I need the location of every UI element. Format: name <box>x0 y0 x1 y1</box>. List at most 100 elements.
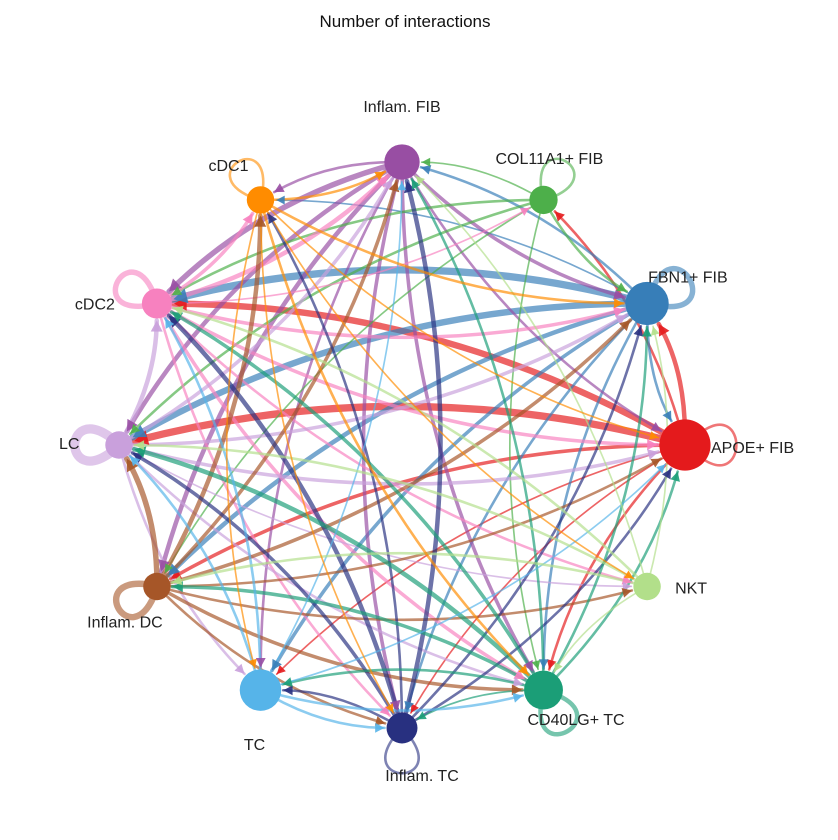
arrowhead-inflam_fib-to-inflam_dc <box>158 559 170 572</box>
self-loop-layer <box>70 157 738 775</box>
node-inflam_dc <box>143 572 171 601</box>
edge-cdc1-to-tc <box>225 205 260 669</box>
arrowhead-cdc1-to-nkt <box>623 570 634 579</box>
edge-lc-to-inflam_fib <box>123 177 394 444</box>
arrowhead-apoe_fib-to-cd40lg_tc <box>546 659 557 670</box>
arrowhead-tc-to-apoe_fib <box>656 464 666 474</box>
arrowhead-apoe_fib-to-lc <box>134 430 150 445</box>
node-inflam_tc <box>386 712 418 744</box>
arrowhead-fbn1_fib-to-tc <box>272 658 282 671</box>
edge-inflam_fib-to-apoe_fib <box>405 168 663 433</box>
arrowhead-lc-to-fbn1_fib <box>614 315 627 325</box>
arrowhead-cd40lg_tc-to-fbn1_fib <box>641 327 652 337</box>
arrowhead-fbn1_fib-to-inflam_fib <box>420 164 432 175</box>
arrowhead-col11a1_fib-to-cd40lg_tc <box>531 660 541 670</box>
arrowhead-cdc2-to-fbn1_fib <box>612 306 625 318</box>
arrowhead-inflam_fib-to-cd40lg_tc <box>523 659 533 672</box>
arrowhead-col11a1_fib-to-inflam_dc <box>164 563 173 573</box>
arrowhead-inflam_fib-to-cdc1 <box>274 183 285 193</box>
arrowhead-cd40lg_tc-to-tc <box>282 677 293 687</box>
arrowhead-inflam_dc-to-fbn1_fib <box>619 320 631 332</box>
self-loop-lc <box>70 424 116 466</box>
arrowhead-inflam_dc-to-cd40lg_tc <box>511 684 523 696</box>
node-tc <box>239 669 282 711</box>
arrowhead-nkt-to-cdc2 <box>173 305 184 316</box>
edge-inflam_tc-to-apoe_fib <box>407 467 673 726</box>
arrowhead-inflam_fib-to-cdc2 <box>169 278 183 292</box>
arrowhead-cdc1-to-fbn1_fib <box>614 298 624 309</box>
edge-cdc2-to-col11a1_fib <box>163 207 531 305</box>
arrowhead-nkt-to-inflam_fib <box>415 176 425 186</box>
self-loop-cd40lg_tc <box>538 693 580 737</box>
arrowhead-tc-to-cd40lg_tc <box>512 693 523 703</box>
arrowhead-cdc2-to-cdc1 <box>242 213 253 226</box>
arrowhead-fbn1_fib-to-inflam_dc <box>168 563 181 576</box>
arrowhead-cdc2-to-cd40lg_tc <box>513 669 526 680</box>
edge-cdc2-to-inflam_tc <box>157 309 392 717</box>
edge-lc-to-apoe_fib <box>123 444 661 486</box>
edge-inflam_tc-to-cdc1 <box>266 212 404 722</box>
node-label-cdc1: cDC1 <box>208 158 248 175</box>
node-label-cdc2: cDC2 <box>75 297 115 314</box>
node-cdc2 <box>141 288 172 319</box>
arrowhead-inflam_dc-to-inflam_tc <box>374 716 386 726</box>
edge-inflam_fib-to-inflam_dc <box>158 166 399 574</box>
arrowhead-inflam_tc-to-apoe_fib <box>662 468 672 480</box>
arrowhead-inflam_fib-to-lc <box>126 418 138 432</box>
arrowhead-cdc1-to-tc <box>248 658 257 669</box>
arrowhead-cdc1-to-inflam_fib <box>374 171 385 181</box>
edge-inflam_tc-to-lc <box>130 451 400 724</box>
arrowhead-inflam_tc-to-tc <box>283 685 293 696</box>
edge-cdc2-to-apoe_fib <box>161 305 660 447</box>
arrowhead-inflam_fib-to-fbn1_fib <box>613 289 625 300</box>
edge-inflam_tc-to-tc <box>281 688 397 726</box>
edge-fbn1_fib-to-inflam_fib <box>419 165 641 298</box>
edge-col11a1_fib-to-lc <box>128 200 538 436</box>
edge-col11a1_fib-to-inflam_fib <box>420 161 539 198</box>
arrowhead-fbn1_fib-to-inflam_tc <box>404 700 414 712</box>
figure-title: Number of interactions <box>319 12 490 31</box>
edge-inflam_tc-to-cdc2 <box>166 313 403 723</box>
self-loop-fbn1_fib <box>650 265 696 310</box>
arrowhead-nkt-to-cd40lg_tc <box>554 662 563 672</box>
edge-nkt-to-inflam_fib <box>414 175 647 581</box>
arrowhead-inflam_dc-to-cdc1 <box>254 215 267 227</box>
arrowhead-nkt-to-lc <box>134 440 145 451</box>
edge-cd40lg_tc-to-inflam_fib <box>410 177 545 682</box>
node-col11a1_fib <box>529 185 558 215</box>
arrowhead-inflam_dc-to-inflam_fib <box>388 180 400 193</box>
arrowhead-col11a1_fib-to-lc <box>130 423 141 434</box>
edge-fbn1_fib-to-cd40lg_tc <box>542 311 644 670</box>
arrowhead-cdc2-to-nkt <box>621 575 632 585</box>
edge-tc-to-cd40lg_tc <box>269 691 525 712</box>
node-label-apoe_fib: APOE+ FIB <box>711 440 794 457</box>
edge-inflam_dc-to-nkt <box>162 586 634 622</box>
arrowhead-cdc1-to-cd40lg_tc <box>518 664 529 675</box>
self-loop-inflam_tc <box>384 735 420 775</box>
arrowhead-cdc2-to-col11a1_fib <box>519 207 530 216</box>
node-label-tc: TC <box>244 737 265 754</box>
edge-col11a1_fib-to-cdc2 <box>170 198 538 297</box>
arrowhead-layer <box>126 157 680 733</box>
arrowhead-apoe_fib-to-fbn1_fib <box>658 324 670 337</box>
node-apoe_fib <box>659 419 711 471</box>
arrowhead-cdc1-to-inflam_tc <box>385 703 394 713</box>
edge-inflam_tc-to-inflam_fib <box>401 178 443 723</box>
arrowhead-col11a1_fib-to-fbn1_fib <box>616 282 627 292</box>
node-label-fbn1_fib: FBN1+ FIB <box>648 270 728 287</box>
edge-cdc1-to-inflam_tc <box>259 205 395 714</box>
self-loop-col11a1_fib <box>539 157 576 198</box>
edge-inflam_fib-to-cd40lg_tc <box>400 169 535 674</box>
edge-lc-to-fbn1_fib <box>124 313 629 447</box>
edge-inflam_dc-to-cdc1 <box>158 213 263 583</box>
edge-inflam_tc-to-fbn1_fib <box>406 324 643 724</box>
arrowhead-col11a1_fib-to-cdc2 <box>171 286 183 296</box>
arrowhead-lc-to-apoe_fib <box>647 449 659 460</box>
arrowhead-inflam_fib-to-apoe_fib <box>650 422 662 432</box>
node-label-col11a1_fib: COL11A1+ FIB <box>496 151 604 168</box>
node-fbn1_fib <box>625 281 669 326</box>
edge-apoe_fib-to-fbn1_fib <box>656 321 688 435</box>
node-label-cd40lg_tc: CD40LG+ TC <box>528 712 625 729</box>
edge-inflam_dc-to-fbn1_fib <box>161 318 633 587</box>
